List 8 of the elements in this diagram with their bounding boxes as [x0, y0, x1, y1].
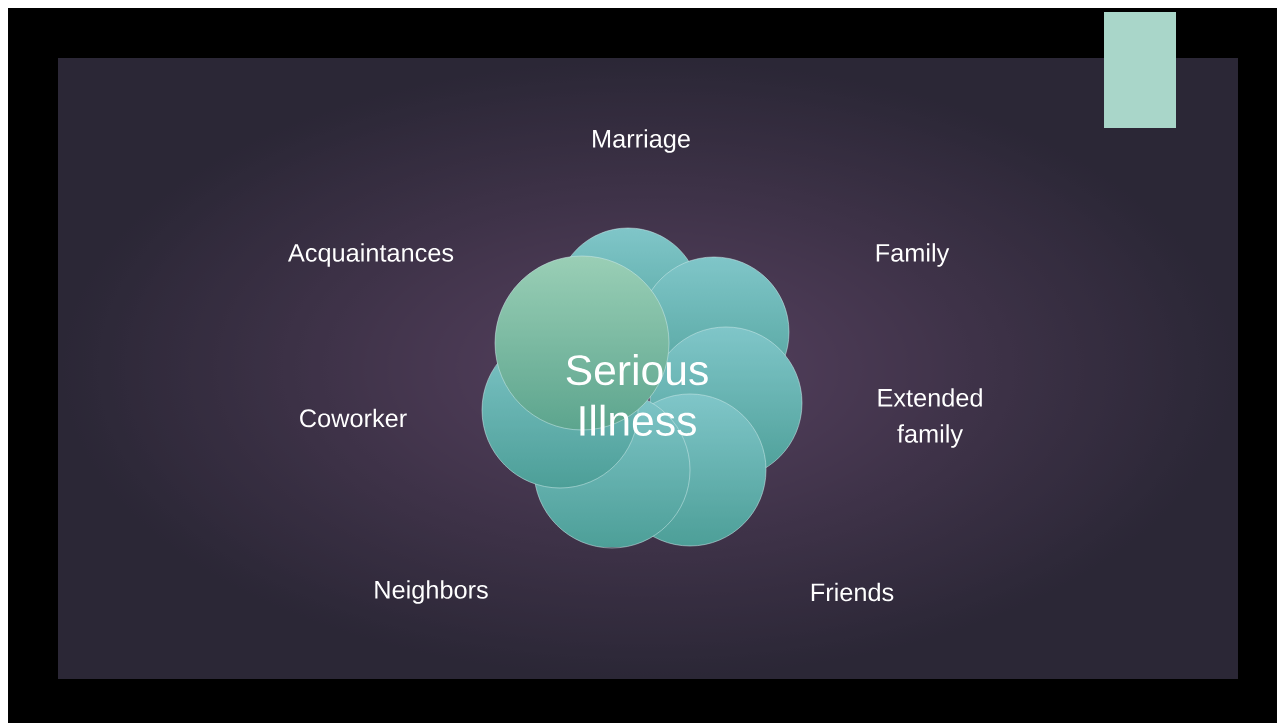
label: Friends: [811, 582, 894, 602]
label: Family: [876, 243, 950, 267]
label: Coworker: [300, 408, 407, 428]
label: Marriage: [593, 129, 690, 153]
label: Extended family: [878, 388, 982, 448]
label: Neighbors: [375, 580, 488, 604]
circle-cluster: Serious Illness: [481, 227, 803, 549]
label: Acquaintances: [287, 243, 454, 267]
